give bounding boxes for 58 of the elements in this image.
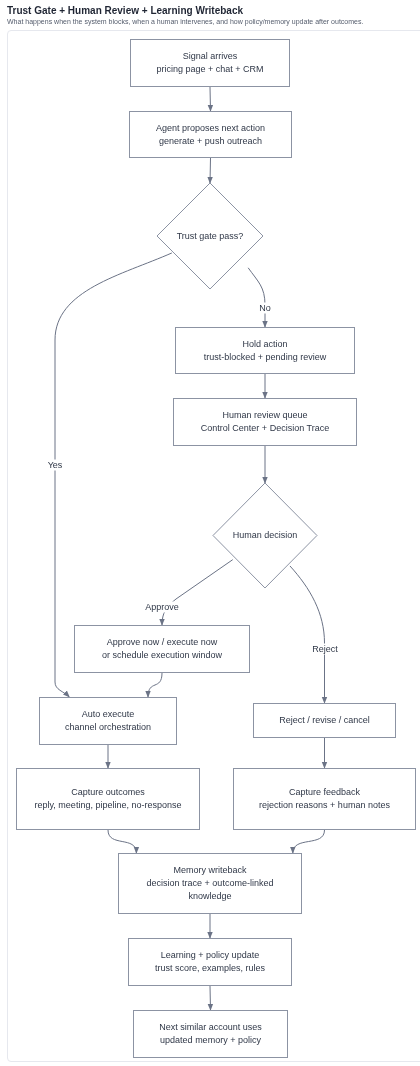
process-box bbox=[39, 697, 177, 745]
edge-label: No bbox=[258, 302, 272, 314]
edge-label: Yes bbox=[46, 459, 64, 471]
box-heading: Trust gate pass? bbox=[176, 229, 244, 243]
box-detail: trust score, examples, rules bbox=[154, 962, 265, 975]
process-box bbox=[133, 1010, 288, 1058]
decision-diamond bbox=[213, 483, 317, 588]
box-detail: trust-blocked + pending review bbox=[203, 350, 327, 364]
box-detail: reply, meeting, pipeline, no-response bbox=[34, 799, 182, 812]
arrow bbox=[54, 252, 173, 698]
process-box bbox=[74, 625, 250, 673]
box-detail: channel orchestration bbox=[64, 721, 152, 734]
process-box bbox=[173, 398, 357, 446]
diagram-title: Trust Gate + Human Review + Learning Writeback bbox=[7, 5, 243, 16]
box-heading: Hold action bbox=[242, 337, 288, 351]
process-box bbox=[118, 853, 302, 914]
process-box bbox=[175, 327, 355, 374]
process-box bbox=[253, 703, 396, 738]
box-heading: Agent proposes next action bbox=[155, 121, 266, 135]
arrow bbox=[262, 445, 268, 484]
box-heading: Approve now / execute now bbox=[106, 636, 218, 649]
process-box bbox=[233, 768, 416, 830]
process-box bbox=[128, 938, 292, 986]
arrow bbox=[262, 373, 268, 399]
arrow bbox=[207, 913, 213, 939]
arrow bbox=[207, 157, 213, 184]
box-heading: Signal arrives bbox=[182, 50, 238, 63]
box-detail: generate + push outreach bbox=[159, 134, 262, 148]
box-heading: Capture feedback bbox=[288, 786, 360, 799]
arrow bbox=[247, 267, 268, 328]
box-heading: Capture outcomes bbox=[71, 786, 145, 799]
process-box bbox=[16, 768, 200, 830]
box-heading: Learning + policy update bbox=[160, 949, 260, 962]
box-detail: Control Center + Decision Trace bbox=[200, 422, 330, 435]
arrow bbox=[107, 829, 139, 854]
arrow bbox=[289, 565, 328, 704]
arrow bbox=[145, 672, 163, 698]
box-heading: Auto execute bbox=[81, 708, 135, 721]
box-heading: Human review queue bbox=[222, 409, 308, 422]
box-detail: or schedule execution window bbox=[101, 649, 223, 662]
box-detail: pricing page + chat + CRM bbox=[156, 63, 264, 76]
box-detail: decision trace + outcome-linked knowledge bbox=[145, 877, 275, 903]
decision-diamond bbox=[157, 183, 263, 289]
edge-label: Approve bbox=[144, 601, 180, 613]
arrow bbox=[105, 744, 111, 769]
arrow bbox=[321, 737, 328, 769]
edge-label: Reject bbox=[311, 643, 339, 655]
arrow bbox=[207, 985, 214, 1011]
box-heading: Human decision bbox=[232, 529, 298, 542]
box-heading: Next similar account uses bbox=[159, 1021, 262, 1034]
arrow bbox=[207, 86, 214, 112]
arrow bbox=[291, 829, 325, 854]
box-heading: Memory writeback bbox=[173, 864, 247, 877]
box-detail: updated memory + policy bbox=[160, 1034, 261, 1047]
process-box bbox=[129, 111, 292, 158]
process-box bbox=[130, 39, 290, 87]
box-heading: Reject / revise / cancel bbox=[279, 714, 370, 727]
box-detail: rejection reasons + human notes bbox=[259, 799, 390, 812]
